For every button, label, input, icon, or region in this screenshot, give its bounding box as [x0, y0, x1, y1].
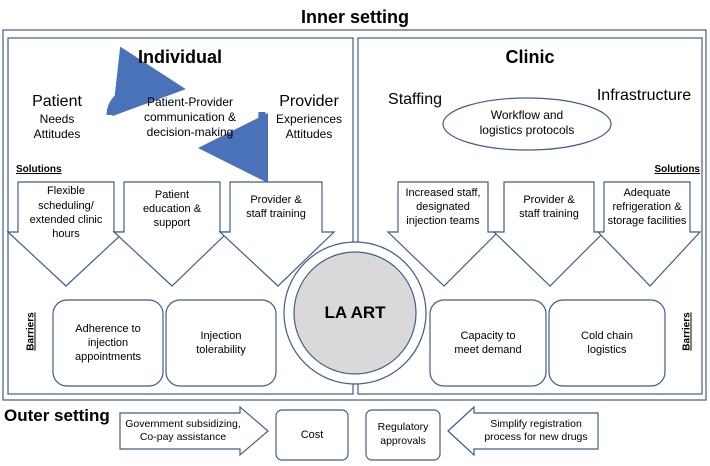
regulatory-label: Regulatory approvals: [366, 410, 440, 460]
individual-solution-arrow-2: [112, 181, 230, 287]
solution-3-line-1: Provider &: [250, 193, 302, 206]
provider-attitudes: Attitudes: [285, 127, 333, 141]
clinic-solution-2: Provider & staff training: [504, 184, 594, 230]
infrastructure-label: Infrastructure: [596, 87, 692, 104]
clinic-barrier-1-line-1: Capacity to: [460, 329, 516, 342]
individual-solution-arrow-1: [6, 181, 126, 287]
clinic-barrier-2: Cold chain logistics: [549, 300, 665, 386]
barrier-1-line-1: Adherence to: [75, 322, 141, 335]
outer-left-arrow: [119, 405, 269, 457]
clinic-solution-2-line-1: Provider &: [523, 193, 575, 206]
cost-label: Cost: [300, 428, 324, 441]
patient-label: Patient Needs Attitudes: [22, 92, 92, 142]
individual-barriers-label: Barriers: [25, 312, 37, 351]
communication-line-2: communication &: [143, 110, 237, 124]
barrier-2-line-2: tolerability: [196, 344, 246, 356]
individual-barrier-1: Adherence to injection appointments: [53, 300, 163, 386]
individual-panel: [7, 37, 354, 395]
workflow-line-2: logistics protocols: [479, 123, 575, 137]
clinic-barrier-1: Capacity to meet demand: [430, 300, 546, 386]
clinic-title: Clinic: [505, 47, 555, 67]
clinic-solution-1-line-2: designated: [416, 200, 470, 213]
clinic-solution-3-line-2: refrigeration &: [612, 200, 682, 213]
individual-solution-arrow-3: [218, 181, 336, 287]
clinic-solutions-label: Solutions: [654, 164, 700, 175]
solution-2-line-1: Patient: [154, 188, 190, 201]
inner-setting-frame: [2, 29, 707, 401]
outer-left-line-1: Government subsidizing,: [125, 417, 241, 430]
solution-1-line-3: extended clinic: [29, 214, 103, 226]
workflow-ellipse: [442, 97, 612, 151]
cycle-arrow-top: [106, 46, 186, 117]
solution-3-line-2: staff training: [246, 208, 306, 220]
clinic-barriers-label: Barriers: [681, 312, 693, 351]
clinic-solution-arrow-1: [386, 181, 500, 287]
clinic-solution-arrow-3: [596, 181, 702, 287]
clinic-solution-1: Increased staff, designated injection te…: [398, 184, 488, 230]
clinic-solution-1-line-3: injection teams: [406, 215, 480, 228]
barrier-1-line-2: injection: [87, 336, 129, 349]
solution-2-line-3: support: [153, 217, 191, 230]
outer-left-arrow-text: Government subsidizing, Co-pay assistanc…: [122, 414, 244, 448]
individual-barrier-box-2: [165, 299, 277, 387]
clinic-barrier-1-line-2: meet demand: [454, 344, 522, 356]
patient-attitudes: Attitudes: [33, 127, 81, 141]
barrier-2-line-1: Injection: [200, 329, 242, 342]
communication-line-3: decision-making: [146, 125, 234, 139]
individual-barrier-2: Injection tolerability: [166, 300, 276, 386]
barrier-1-line-3: appointments: [74, 351, 142, 364]
individual-solution-1: Flexible scheduling/ extended clinic hou…: [18, 184, 114, 242]
outer-right-line-1: Simplify registration: [490, 417, 582, 430]
solution-1-line-1: Flexible: [47, 185, 85, 198]
outer-setting-title: Outer setting: [4, 406, 110, 425]
provider-label: Provider Experiences Attitudes: [268, 92, 350, 142]
clinic-barrier-box-2: [548, 299, 666, 387]
inner-setting-title: Inner setting: [300, 7, 409, 27]
regulatory-line-1: Regulatory: [377, 421, 429, 434]
cycle-arrow-bottom: [198, 111, 269, 183]
outer-left-line-2: Co-pay assistance: [139, 431, 227, 443]
provider-experiences: Experiences: [275, 112, 343, 126]
staffing-label: Staffing: [388, 91, 442, 108]
cost-box: [275, 409, 349, 461]
outer-right-arrow-text: Simplify registration process for new dr…: [474, 414, 598, 448]
center-circle: [293, 251, 417, 375]
workflow-line-1: Workflow and: [490, 108, 564, 122]
clinic-panel: [357, 37, 703, 395]
solution-1-line-2: scheduling/: [38, 199, 94, 212]
clinic-barrier-box-1: [429, 299, 547, 387]
patient-needs: Needs: [39, 112, 75, 126]
outer-right-line-2: process for new drugs: [484, 431, 588, 443]
regulatory-line-2: approvals: [380, 435, 426, 447]
clinic-solution-1-line-1: Increased staff,: [405, 186, 481, 199]
clinic-solution-3-line-3: storage facilities: [607, 215, 687, 228]
provider-heading: Provider: [279, 93, 339, 110]
individual-solution-2: Patient education & support: [124, 184, 220, 234]
clinic-solution-arrow-2: [492, 181, 606, 287]
clinic-barrier-2-line-2: logistics: [587, 344, 627, 356]
individual-solutions-label: Solutions: [16, 164, 62, 175]
center-circle-label: LA ART: [324, 302, 386, 322]
clinic-barrier-2-line-1: Cold chain: [581, 329, 633, 342]
individual-barrier-box-1: [52, 299, 164, 387]
patient-heading: Patient: [32, 93, 82, 110]
clinic-solution-3-line-1: Adequate: [623, 186, 671, 199]
outer-right-arrow: [447, 405, 599, 457]
clinic-solution-3: Adequate refrigeration & storage facilit…: [604, 184, 690, 230]
regulatory-box: [365, 409, 441, 461]
solution-1-line-4: hours: [52, 228, 80, 241]
individual-title: Individual: [137, 47, 222, 67]
individual-solution-3: Provider & staff training: [230, 184, 322, 230]
solution-2-line-2: education &: [142, 202, 202, 215]
clinic-solution-2-line-2: staff training: [519, 208, 579, 220]
workflow-text: Workflow and logistics protocols: [450, 108, 604, 138]
communication-text: Patient-Provider communication & decisio…: [130, 95, 250, 140]
communication-line-1: Patient-Provider: [146, 95, 234, 109]
